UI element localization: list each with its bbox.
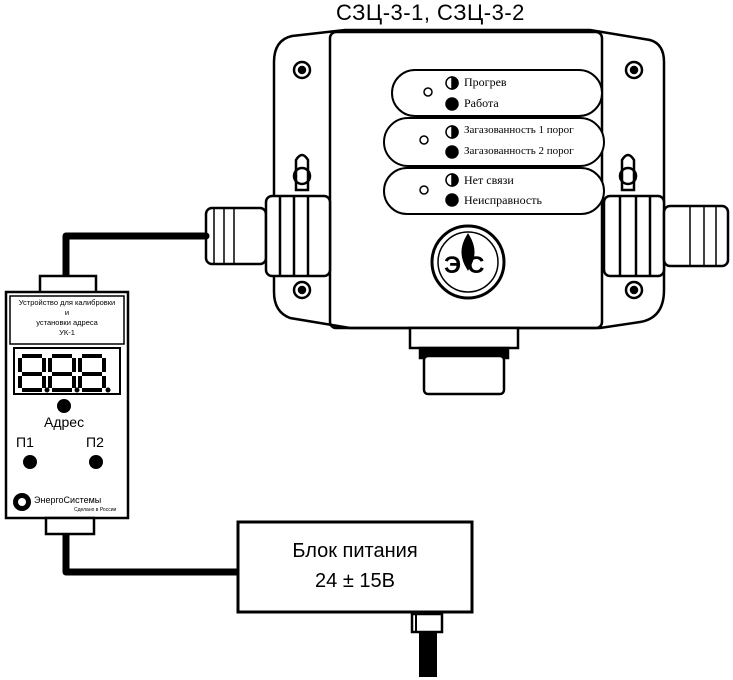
status-leds: [419, 76, 459, 207]
power-supply-title: Блок питания: [292, 540, 418, 562]
display-dots: [44, 387, 111, 393]
indicator-label-gas-threshold-2: Загазованность 2 порог: [464, 145, 574, 157]
calibrator-device: [4, 274, 130, 536]
indicator-label-gas-threshold-1: Загазованность 1 порог: [464, 124, 574, 136]
logo-emblem: [430, 224, 506, 300]
brand-logo-icon: [13, 493, 31, 511]
calibrator-title-line2: и: [64, 308, 70, 317]
p1-label: П1: [16, 434, 34, 450]
sensor-nozzle: [408, 326, 520, 396]
power-supply-voltage: 24 ± 15В: [315, 570, 395, 592]
calibrator-title-line4: УК-1: [59, 328, 75, 337]
p1-button[interactable]: [23, 455, 37, 469]
detector-title: СЗЦ-3-1, СЗЦ-3-2: [336, 0, 525, 25]
brand-subtitle: Сделано в России: [74, 507, 117, 513]
indicator-label-operation: Работа: [464, 96, 499, 110]
brand-name: ЭнергоСистемы: [34, 495, 102, 505]
address-button[interactable]: [57, 399, 71, 413]
calibrator-title-line1: Устройство для калибровки: [18, 298, 116, 307]
right-cable-gland: [602, 194, 730, 278]
p2-button[interactable]: [89, 455, 103, 469]
indicator-label-fault: Неисправность: [464, 193, 542, 207]
cables: [62, 232, 242, 576]
calibrator-title-line3: установки адреса: [36, 318, 98, 327]
power-supply-unit: [236, 520, 474, 677]
left-cable-gland: [204, 194, 332, 278]
indicator-label-warmup: Прогрев: [464, 75, 507, 89]
indicator-label-no-connection: Нет связи: [464, 173, 514, 187]
logo-text: ЭС: [444, 252, 491, 279]
indicator-panels: [383, 69, 605, 215]
seven-segment-display: [18, 354, 106, 392]
p2-label: П2: [86, 434, 104, 450]
address-label: Адрес: [44, 414, 85, 430]
